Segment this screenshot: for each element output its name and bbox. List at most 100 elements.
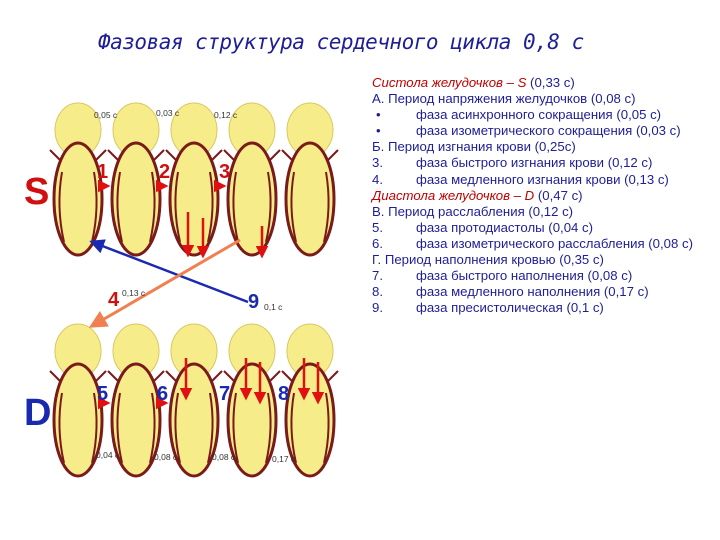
systole-row-label: S — [24, 171, 49, 213]
period-a: А. Период напряжения желудочков (0,08 с) — [372, 91, 636, 107]
phase-number-3: 3 — [219, 161, 230, 183]
period-b-item-text: фаза медленного изгнания крови (0,13 с) — [416, 171, 669, 187]
page-title: Фазовая структура сердечного цикла 0,8 с — [98, 30, 584, 54]
phase-duration: 0,12 с — [214, 110, 238, 120]
orange-cycle-arrow — [88, 238, 241, 328]
valve-left — [107, 370, 119, 382]
period-v-item-number: 6. — [372, 235, 383, 251]
valve-left — [165, 149, 177, 161]
valve-left — [165, 370, 177, 382]
period-a-item: • фаза асинхронного сокращения (0,05 с) — [372, 107, 712, 123]
period-a-item: •фаза изометрического сокращения (0,03 с… — [372, 123, 712, 139]
valve-right — [95, 370, 107, 382]
ventricle-shape — [110, 362, 162, 478]
period-g-item-number: 8. — [372, 284, 383, 300]
period-b: Б. Период изгнания крови (0,25с) — [372, 139, 576, 155]
phase-description: Систола желудочков – S (0,33 с) А. Перио… — [372, 75, 712, 316]
phase-duration: 0,05 с — [94, 110, 118, 120]
ventricle-shape — [168, 141, 220, 257]
ventricle-wall-right — [149, 171, 156, 243]
period-g-item-text: фаза быстрого наполнения (0,08 с) — [416, 268, 633, 284]
valve-right — [153, 370, 165, 382]
ventricle-wall-left — [116, 392, 123, 464]
period-v-item-text: фаза изометрического расслабления (0,08 … — [416, 235, 693, 251]
phase-number-6: 6 — [157, 383, 168, 405]
heart-chamber — [49, 102, 107, 257]
phase-duration: 0,08 с — [154, 452, 178, 462]
phase-number-4: 4 — [108, 289, 120, 311]
period-g-item-number: 7. — [372, 268, 383, 284]
valve-right — [327, 370, 339, 382]
valve-left — [223, 370, 235, 382]
flow-arrows — [88, 179, 325, 410]
diastole-heading: Диастола желудочков – D (0,47 с) — [372, 187, 583, 203]
valve-left — [281, 370, 293, 382]
phase-number-5: 5 — [97, 383, 108, 405]
valve-right — [211, 370, 223, 382]
phase-duration: 0,17 с — [272, 454, 296, 464]
ventricle-wall-right — [265, 171, 272, 243]
phase-number-8: 8 — [278, 383, 289, 405]
ventricle-wall-left — [58, 392, 65, 464]
phase-number-7: 7 — [219, 383, 230, 405]
valve-right — [327, 149, 339, 161]
ventricle-shape — [52, 141, 104, 257]
diastole-row-label: D — [24, 392, 51, 434]
period-g-item: 8.фаза медленного наполнения (0,17 с) — [372, 284, 712, 300]
ventricle-wall-left — [290, 392, 297, 464]
ventricle-wall-left — [290, 171, 297, 243]
period-g-list: 7.фаза быстрого наполнения (0,08 с)8.фаз… — [372, 268, 712, 316]
period-v-item: 5.фаза протодиастолы (0,04 с) — [372, 220, 712, 236]
heart-chamber — [49, 323, 107, 478]
ventricle-wall-left — [232, 171, 239, 243]
ventricle-wall-right — [207, 171, 214, 243]
valve-right — [153, 149, 165, 161]
ventricle-shape — [168, 362, 220, 478]
period-v-item-number: 5. — [372, 219, 383, 235]
ventricle-wall-right — [207, 392, 214, 464]
period-a-item-text: фаза изометрического сокращения (0,03 с) — [416, 123, 681, 139]
ventricle-wall-right — [323, 171, 330, 243]
valve-right — [95, 149, 107, 161]
ventricle-wall-left — [232, 392, 239, 464]
phase-duration: 0,03 с — [156, 108, 180, 118]
period-v-item: 6. фаза изометрического расслабления (0,0… — [372, 236, 712, 252]
phase-duration: 0,1 с — [264, 302, 283, 312]
ventricle-shape — [110, 141, 162, 257]
valve-left — [107, 149, 119, 161]
phase-duration: 0,08 с — [212, 452, 236, 462]
valve-right — [269, 149, 281, 161]
period-a-list: • фаза асинхронного сокращения (0,05 с)•ф… — [372, 107, 712, 139]
ventricle-wall-right — [91, 392, 98, 464]
ventricle-wall-right — [91, 171, 98, 243]
systole-hearts-row — [49, 102, 339, 257]
valve-right — [211, 149, 223, 161]
valve-left — [49, 370, 61, 382]
ventricle-shape — [226, 362, 278, 478]
phase-duration: 0,13 с — [122, 288, 146, 298]
period-v-list: 5.фаза протодиастолы (0,04 с)6. фаза изом… — [372, 220, 712, 252]
valve-left — [281, 149, 293, 161]
period-g: Г. Период наполнения кровью (0,35 с) — [372, 252, 604, 268]
period-b-item: 3.фаза быстрого изгнания крови (0,12 с) — [372, 155, 712, 171]
period-b-item-number: 4. — [372, 171, 383, 187]
period-a-item-number: • — [376, 107, 381, 123]
phase-number-1: 1 — [97, 161, 108, 183]
ventricle-wall-right — [323, 392, 330, 464]
heart-chamber — [223, 102, 281, 257]
period-a-item-text: фаза асинхронного сокращения (0,05 с) — [416, 107, 662, 123]
blue-cycle-arrow — [89, 239, 249, 304]
period-g-item-number: 9. — [372, 300, 383, 316]
ventricle-wall-right — [265, 392, 272, 464]
period-b-item: 4. фаза медленного изгнания крови (0,13 с… — [372, 172, 712, 188]
heart-chamber — [165, 102, 223, 257]
ventricle-wall-right — [149, 392, 156, 464]
ventricle-shape — [284, 141, 336, 257]
ventricle-wall-left — [58, 171, 65, 243]
period-b-item-text: фаза быстрого изгнания крови (0,12 с) — [416, 155, 653, 171]
period-g-item: 7. фаза быстрого наполнения (0,08 с) — [372, 268, 712, 284]
phase-number-2: 2 — [159, 161, 170, 183]
period-g-item-text: фаза пресистолическая (0,1 с) — [416, 300, 604, 316]
